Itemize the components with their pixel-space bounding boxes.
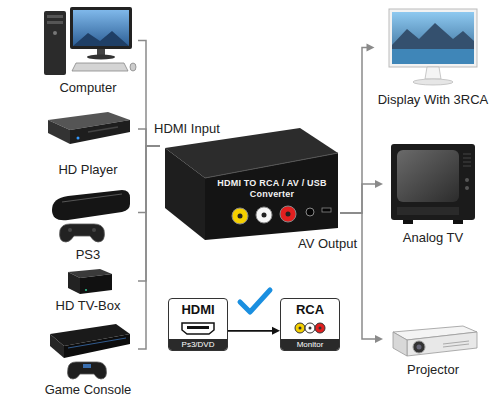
input-label: HDMI Input (152, 121, 222, 136)
arrow-head (375, 180, 383, 188)
converter-print: HDMI TO RCA / AV / USBConverter (208, 178, 336, 200)
ps3-icon (38, 180, 138, 245)
hd-player-device: HD Player (38, 98, 138, 178)
hdmi-icon (178, 320, 218, 336)
device-label: Game Console (45, 382, 132, 398)
signal-line (138, 146, 160, 349)
computer-device: Computer (38, 3, 138, 96)
output-label: AV Output (296, 236, 359, 251)
device-label: Projector (407, 362, 459, 378)
tvbox-icon (38, 266, 138, 296)
port-caption: Monitor (281, 339, 339, 350)
device-label: Computer (59, 80, 116, 96)
console-icon (38, 318, 138, 380)
game-console-device: Game Console (38, 318, 138, 398)
device-print: Converter (208, 189, 336, 200)
hdmi-port-box: HDMI Ps3/DVD (168, 298, 228, 351)
arrow-head (367, 44, 375, 52)
rca-icon (290, 320, 330, 336)
rca-port-box: RCA Monitor (280, 298, 340, 351)
analog-tv-device: Analog TV (383, 140, 483, 246)
port-title: HDMI (177, 302, 218, 318)
signal-line (138, 146, 160, 213)
hdplayer-icon (38, 98, 138, 160)
signal-line (138, 146, 160, 281)
device-label: Analog TV (403, 230, 463, 246)
check-mark (236, 286, 274, 318)
projector-icon (383, 318, 483, 360)
device-print: HDMI TO RCA / AV / USB (208, 178, 336, 189)
display-device: Display With 3RCA (375, 5, 492, 108)
device-label: Display With 3RCA (378, 92, 489, 108)
port-caption: Ps3/DVD (169, 339, 227, 350)
computer-icon (38, 3, 138, 78)
port-title: RCA (292, 302, 328, 318)
device-label: HD TV-Box (56, 298, 121, 314)
signal-line (340, 48, 369, 214)
tv-box-device: HD TV-Box (38, 266, 138, 314)
projector-device: Projector (383, 318, 483, 378)
device-label: PS3 (76, 247, 101, 263)
display-icon (383, 5, 483, 90)
signal-line (340, 213, 377, 339)
converter-box: HDMI TO RCA / AV / USBConverter (160, 128, 340, 245)
ps3-device: PS3 (38, 180, 138, 263)
arrow-head (272, 327, 280, 335)
conversion-arrow (228, 330, 274, 332)
arrow-head (375, 335, 383, 343)
signal-line (340, 184, 377, 213)
tv-icon (383, 140, 483, 228)
device-label: HD Player (58, 162, 117, 178)
